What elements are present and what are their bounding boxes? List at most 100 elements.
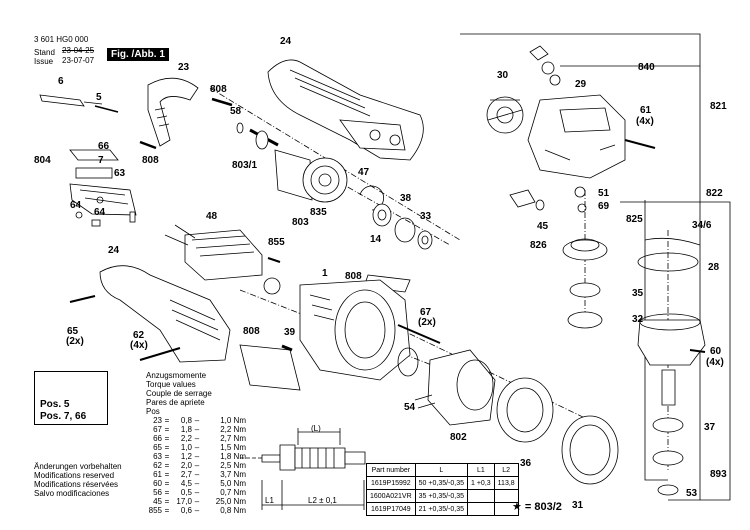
callout-804: 804	[34, 155, 51, 166]
torque-dash: –	[194, 470, 200, 479]
torque-min: 0,5	[180, 488, 192, 497]
callout-802: 802	[450, 432, 467, 443]
torque-eq: =	[164, 416, 170, 425]
callout-53: 53	[686, 488, 698, 499]
note-de: Änderungen vorbehalten	[34, 462, 122, 471]
callout-65-qty: (2x)	[66, 336, 84, 347]
torque-max: 2,2 Nm	[220, 425, 246, 434]
torque-heading-de: Anzugsmomente	[146, 371, 207, 380]
torque-max: 1,5 Nm	[220, 443, 246, 452]
torque-min: 17,0	[176, 497, 192, 506]
torque-max: 2,5 Nm	[220, 461, 246, 470]
stand-label: Stand	[34, 48, 55, 57]
torque-min: 2,0	[180, 461, 192, 470]
callout-66: 66	[98, 141, 110, 152]
figure-label: Fig. /Abb. 1	[107, 48, 169, 61]
table-cell: 1619P17049	[366, 502, 416, 516]
torque-pos: 45	[153, 497, 162, 506]
torque-min: 0,6	[180, 506, 192, 515]
callout-31: 31	[572, 500, 584, 511]
callout-54: 54	[404, 402, 416, 413]
torque-min: 2,7	[180, 470, 192, 479]
note-es: Salvo modificaciones	[34, 489, 110, 498]
callout-61: 61	[640, 105, 652, 116]
rotor-label-l: (L)	[311, 424, 321, 433]
callout-64-b: 64	[94, 207, 106, 218]
callout-48: 48	[206, 211, 218, 222]
note-en: Modifications reserved	[34, 471, 115, 480]
torque-eq: =	[164, 497, 170, 506]
table-cell: 1619P15992	[366, 476, 416, 490]
callout-14: 14	[370, 234, 382, 245]
callout-826: 826	[530, 240, 547, 251]
table-cell	[467, 502, 495, 516]
torque-dash: –	[194, 497, 200, 506]
notes: Änderungen vorbehalten Modifications res…	[34, 462, 122, 498]
torque-row: 60=4,5–5,0 Nm	[146, 479, 246, 488]
table-header-l1: L1	[467, 463, 495, 477]
torque-dash: –	[194, 416, 200, 425]
callout-62: 62	[133, 330, 145, 341]
callout-60-qty: (4x)	[706, 357, 724, 368]
torque-heading-en: Torque values	[146, 380, 196, 389]
torque-max: 0,8 Nm	[220, 506, 246, 515]
torque-pos: 60	[153, 479, 162, 488]
callout-34-6: 34/6	[692, 220, 712, 231]
callout-840: 840	[638, 62, 655, 73]
part-number-header: 3 601 HG0 000	[34, 35, 89, 44]
callout-24-top: 24	[280, 36, 292, 47]
table-cell	[493, 502, 519, 516]
torque-eq: =	[164, 488, 170, 497]
callout-32: 32	[632, 314, 644, 325]
torque-pos: 65	[153, 443, 162, 452]
issue-label: Issue	[34, 57, 54, 66]
warning-pos766: Pos. 7, 66	[40, 411, 87, 422]
callout-29: 29	[575, 79, 587, 90]
callout-45: 45	[537, 221, 549, 232]
table-cell: 113,8	[493, 476, 519, 490]
table-row: 1619P17049 21 +0,35/-0,35	[366, 502, 519, 516]
callout-36: 36	[520, 458, 532, 469]
table-row: 1600A021VR 35 +0,35/-0,35	[366, 489, 519, 503]
callout-23: 23	[178, 62, 190, 73]
table-row: 1619P15992 50 +0,35/-0,35 1 +0,3 113,8	[366, 476, 519, 490]
torque-eq: =	[164, 461, 170, 470]
torque-row: 67=1,8–2,2 Nm	[146, 425, 246, 434]
rotor-label-l1: L1	[265, 496, 274, 505]
torque-dash: –	[194, 506, 200, 515]
torque-min: 1,2	[180, 452, 192, 461]
callout-7: 7	[98, 155, 104, 166]
torque-pos: 23	[153, 416, 162, 425]
callout-64-a: 64	[70, 200, 82, 211]
callout-825: 825	[626, 214, 643, 225]
torque-min: 4,5	[180, 479, 192, 488]
callout-6: 6	[58, 76, 64, 87]
callout-28: 28	[708, 262, 720, 273]
torque-heading-es: Pares de apriete	[146, 398, 205, 407]
torque-row: 65=1,0–1,5 Nm	[146, 443, 246, 452]
torque-row: 56=0,5–0,7 Nm	[146, 488, 246, 497]
torque-max: 1,8 Nm	[220, 452, 246, 461]
callout-835: 835	[310, 207, 327, 218]
star-note: ★ = 803/2	[512, 501, 562, 513]
callout-24-bottom: 24	[108, 245, 120, 256]
callout-893: 893	[710, 469, 727, 480]
callout-1: 1	[322, 268, 328, 279]
torque-row: 62=2,0–2,5 Nm	[146, 461, 246, 470]
table-header-l: L	[414, 463, 469, 477]
warning-box	[34, 371, 108, 425]
torque-dash: –	[194, 425, 200, 434]
callout-5: 5	[96, 92, 102, 103]
torque-pos: 63	[153, 452, 162, 461]
torque-row: 63=1,2–1,8 Nm	[146, 452, 246, 461]
callout-67: 67	[420, 307, 432, 318]
torque-dash: –	[194, 443, 200, 452]
table-header-l2: L2	[493, 463, 519, 477]
torque-heading-fr: Couple de serrage	[146, 389, 212, 398]
callout-808-b: 808	[142, 155, 159, 166]
torque-row: 855=0,6–0,8 Nm	[146, 506, 246, 515]
torque-row: 66=2,2–2,7 Nm	[146, 434, 246, 443]
torque-min: 2,2	[180, 434, 192, 443]
callout-33: 33	[420, 211, 432, 222]
